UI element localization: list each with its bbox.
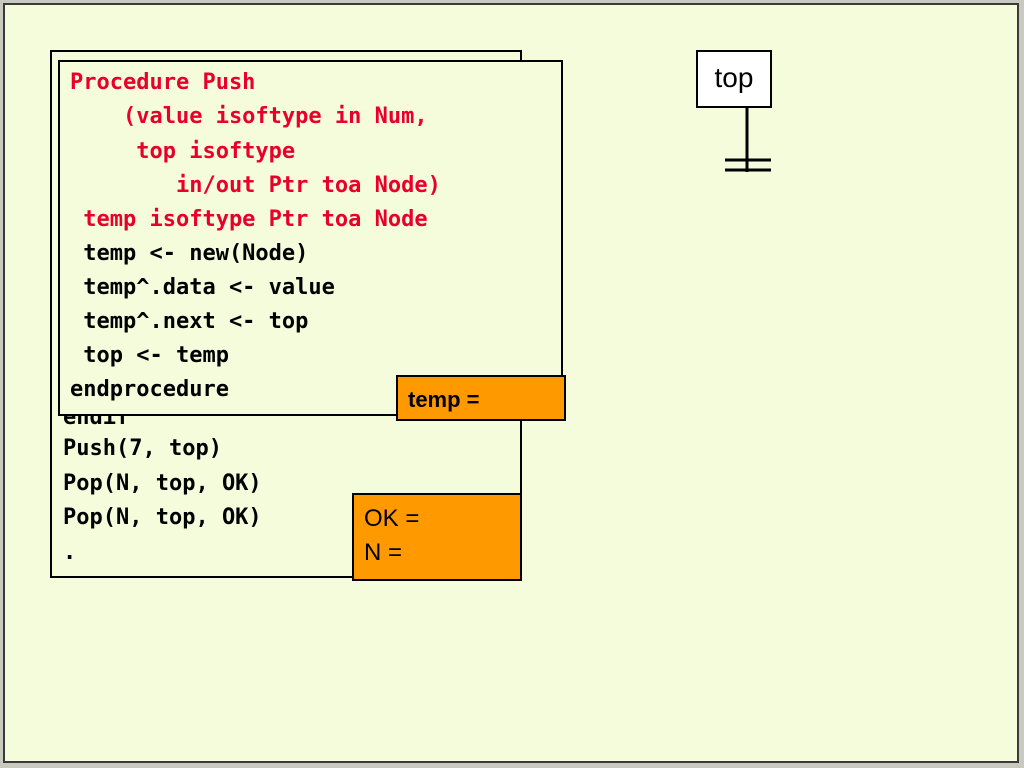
main-code-line: Push(7, top) <box>63 436 222 461</box>
temp-variable-label: temp = <box>408 387 480 412</box>
n-variable-label: N = <box>364 539 403 566</box>
procedure-body-line: endprocedure <box>70 377 229 402</box>
procedure-code-box <box>58 60 563 416</box>
top-pointer-box: top <box>696 50 772 108</box>
top-pointer-label: top <box>714 62 754 93</box>
procedure-body-line: temp <- new(Node) <box>70 241 309 266</box>
procedure-header-line: Procedure Push <box>70 70 256 95</box>
nil-pointer-icon <box>725 106 771 172</box>
procedure-header-line: temp isoftype Ptr toa Node <box>70 207 428 232</box>
ok-variable-label: OK = <box>364 505 420 532</box>
procedure-body-line: temp^.next <- top <box>70 309 309 334</box>
procedure-header-line: top isoftype <box>70 139 296 164</box>
procedure-header-line: in/out Ptr toa Node) <box>70 173 441 198</box>
main-code-line: . <box>63 540 77 565</box>
temp-variable-box: temp = <box>396 375 566 421</box>
procedure-header-line: (value isoftype in Num, <box>70 104 428 129</box>
procedure-body-line: temp^.data <- value <box>70 275 335 300</box>
procedure-body-line: top <- temp <box>70 343 229 368</box>
main-code-line: Pop(N, top, OK) <box>63 505 262 530</box>
ok-n-variable-box: OK = N = <box>352 493 522 581</box>
main-code-line: Pop(N, top, OK) <box>63 471 262 496</box>
